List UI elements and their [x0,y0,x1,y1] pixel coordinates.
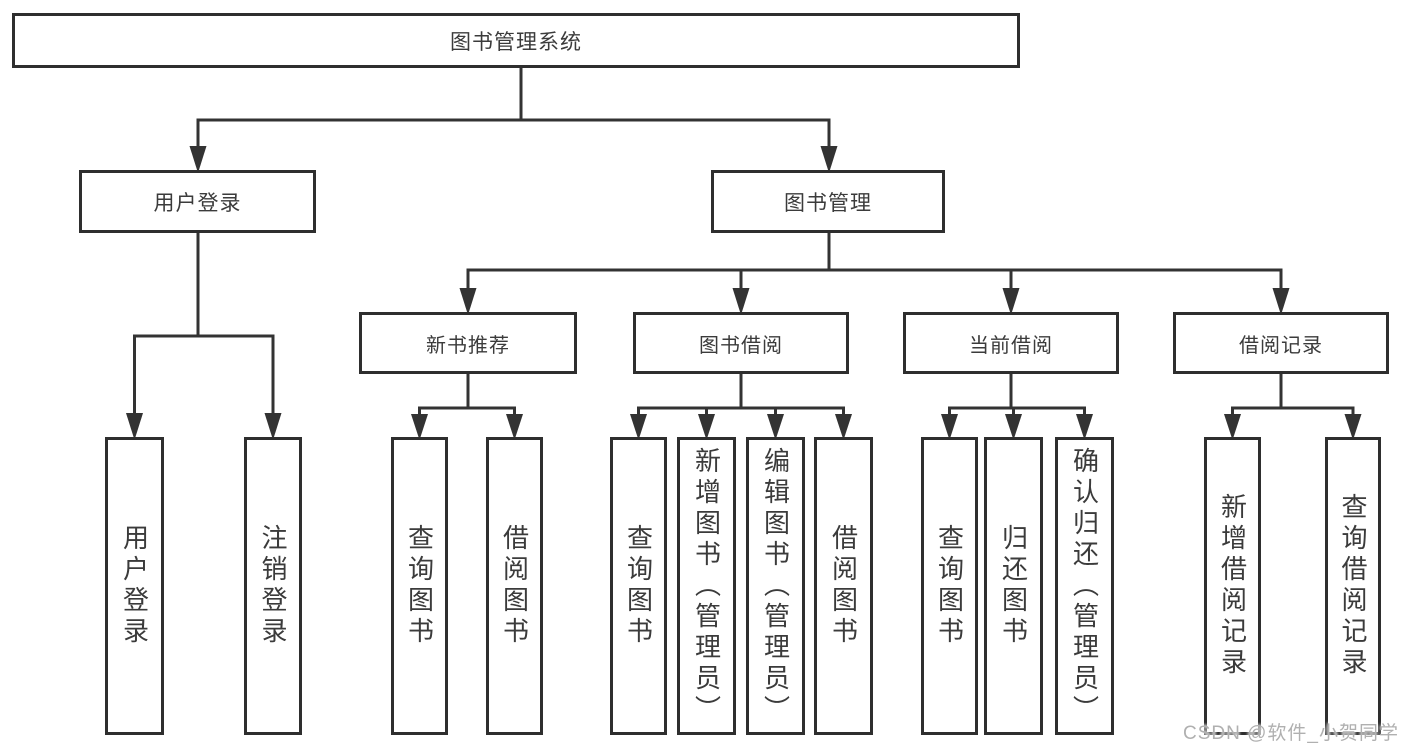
leaf-label: 借阅图书 [828,524,859,648]
leaf-confirm-return-admin: 确认归还（管理员） [1055,437,1114,735]
leaf-add-books-admin: 新增图书（管理员） [677,437,736,735]
leaf-label: 归还图书 [998,524,1029,648]
leaf-label: 用户登录 [119,524,150,648]
arrowhead [732,288,750,315]
leaf-user-login: 用户登录 [105,437,164,735]
node-current-borrow: 当前借阅 [903,312,1119,374]
arrowhead [767,414,784,440]
leaf-query-borrow-record: 查询借阅记录 [1325,437,1381,735]
arrowhead [1076,414,1093,440]
leaf-label: 新增图书（管理员） [691,446,722,726]
leaf-label: 借阅图书 [499,524,530,648]
arrowhead [630,414,647,440]
node-new-book-recommend: 新书推荐 [359,312,577,374]
arrowhead [1224,414,1241,440]
leaf-logout: 注销登录 [244,437,302,735]
csdn-watermark: CSDN @软件_小贺同学 [1183,723,1399,744]
leaf-return-books: 归还图书 [984,437,1043,735]
arrowhead [264,413,282,440]
leaf-borrow-books: 借阅图书 [814,437,873,735]
arrowhead [1002,288,1020,315]
leaf-label: 查询图书 [404,524,435,648]
arrowhead [459,288,477,315]
leaf-label: 编辑图书（管理员） [760,446,791,726]
arrowhead [698,414,715,440]
arrowhead [1344,414,1362,440]
leaf-edit-books-admin: 编辑图书（管理员） [746,437,805,735]
leaf-label: 查询借阅记录 [1338,493,1368,679]
leaf-query-books-current: 查询图书 [921,437,978,735]
arrowhead [835,414,852,440]
leaf-query-books-recommend: 查询图书 [391,437,448,735]
arrowhead [941,414,958,440]
leaf-label: 新增借阅记录 [1217,493,1248,679]
node-book-management: 图书管理 [711,170,945,233]
leaf-borrow-books-recommend: 借阅图书 [486,437,543,735]
node-book-borrow: 图书借阅 [633,312,849,374]
node-library-system: 图书管理系统 [12,13,1020,68]
arrowhead [189,146,207,173]
arrowhead [126,413,143,440]
arrowhead [411,414,428,440]
leaf-label: 注销登录 [258,524,288,648]
leaf-label: 确认归还（管理员） [1069,446,1100,726]
arrowhead [1272,288,1290,315]
node-borrow-records: 借阅记录 [1173,312,1389,374]
leaf-label: 查询图书 [623,524,654,648]
leaf-add-borrow-record: 新增借阅记录 [1204,437,1261,735]
arrowhead [820,146,838,173]
arrowhead [506,414,523,440]
arrowhead [1005,414,1022,440]
leaf-query-books-borrow: 查询图书 [610,437,667,735]
leaf-label: 查询图书 [934,524,965,648]
node-user-login: 用户登录 [79,170,316,233]
